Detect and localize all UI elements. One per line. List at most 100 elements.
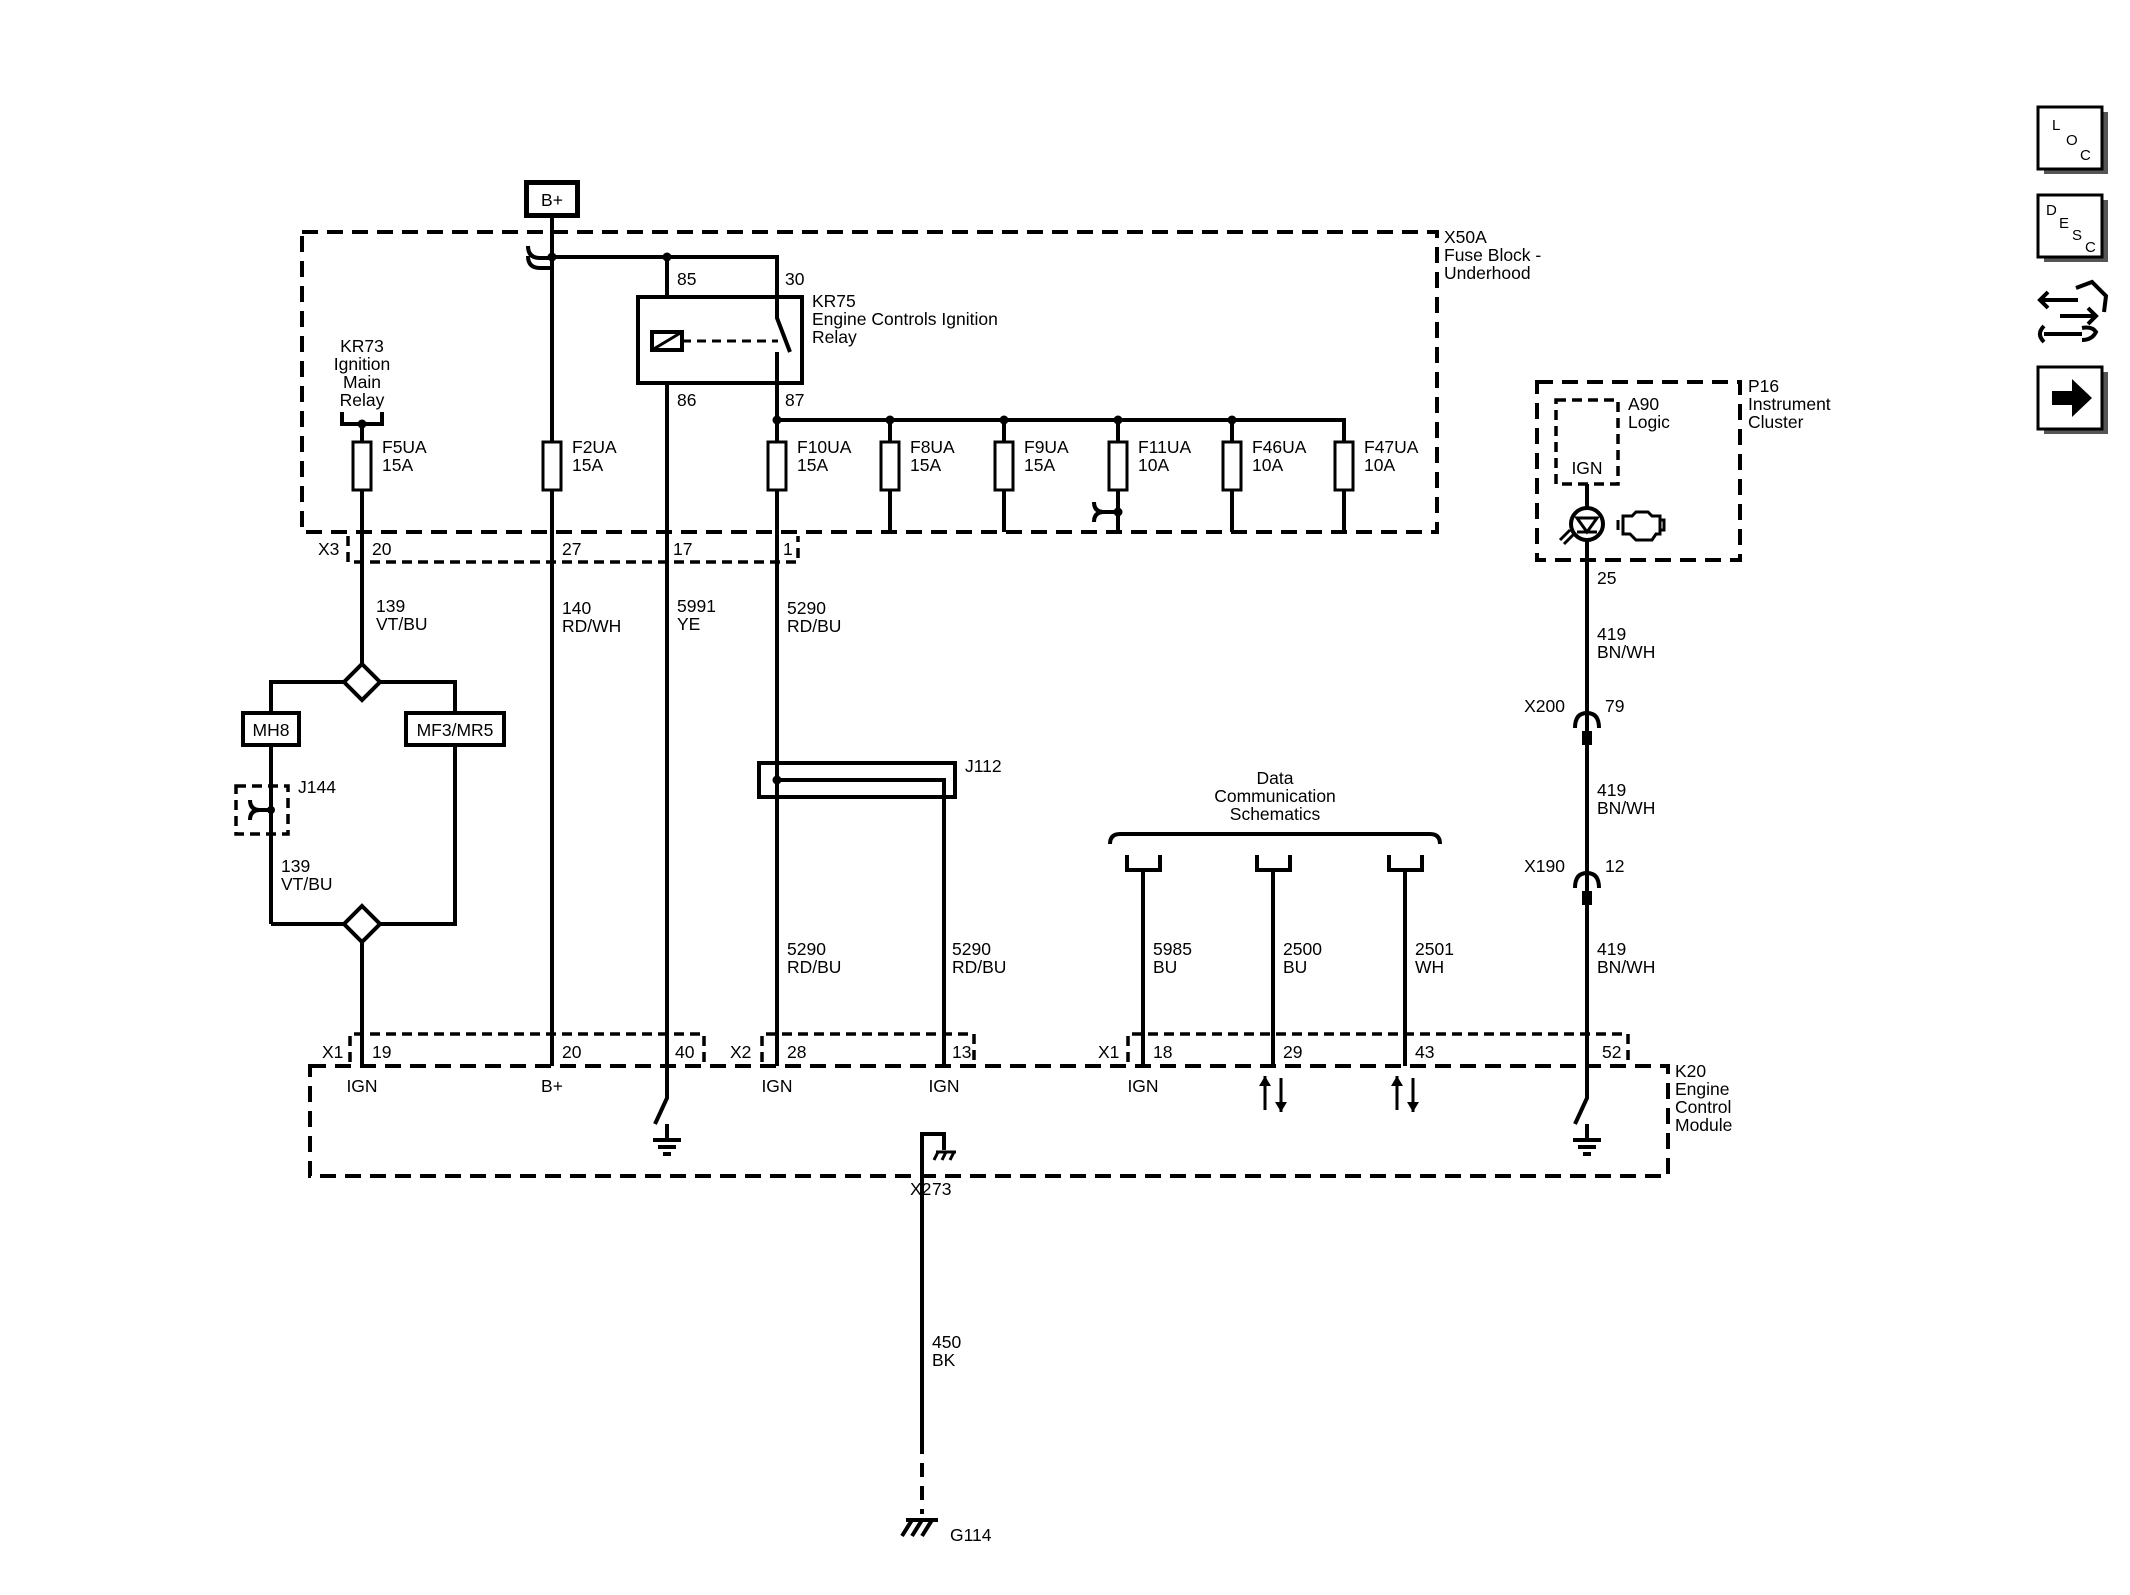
fuse-name: F11UA	[1138, 437, 1191, 457]
ecm-pin-function: IGN	[1127, 1076, 1158, 1096]
next-page-button[interactable]	[2036, 365, 2108, 434]
wire-circuit: 5290	[787, 598, 826, 618]
fuse-name: F2UA	[572, 437, 617, 457]
connector-wrench-icon[interactable]	[2037, 279, 2109, 344]
fuse-block-boundary	[300, 230, 1439, 534]
fuse-rating: 10A	[1138, 455, 1169, 475]
wire-circuit: 2500	[1283, 939, 1322, 959]
ecm-id: K20	[1675, 1061, 1706, 1081]
relay-kr75-box	[636, 295, 804, 385]
circuit-2500: 2500 BU	[1271, 870, 1322, 1066]
wire-circuit: 2501	[1415, 939, 1454, 959]
ecm-pin: 20	[562, 1042, 582, 1062]
kr75-pin-30: 30	[785, 269, 805, 289]
engine-control-module-k20: K20 Engine Control Module X1 X2 X1 19 20…	[308, 1032, 1732, 1240]
logic-name: Logic	[1628, 412, 1670, 432]
cluster-id: P16	[1748, 376, 1779, 396]
relay-kr73: KR73 Ignition Main Relay	[334, 336, 390, 442]
fuse-bus-87	[772, 415, 1346, 442]
fuse-rating: 15A	[910, 455, 941, 475]
loc-letter[interactable]: C	[2080, 147, 2091, 164]
circuit-5991: 5991 YE	[665, 532, 716, 1066]
wire-color: YE	[677, 614, 700, 634]
ecm-x2-label: X2	[730, 1042, 751, 1062]
wire-circuit: 5290	[787, 939, 826, 959]
kr75-name-2: Relay	[812, 327, 857, 347]
fuse-f8ua: F8UA 15A	[879, 437, 955, 532]
splice-j112-label: J112	[965, 756, 1002, 776]
logic-a90-boundary	[1554, 398, 1620, 486]
data-communication-link[interactable]: Data Communication Schematics	[1108, 768, 1442, 872]
splice-pack-j112	[757, 761, 957, 799]
ecm-pin: 29	[1283, 1042, 1302, 1062]
kr73-name-2: Main	[343, 372, 381, 392]
wire-color: WH	[1415, 957, 1444, 977]
fuse-block-id: X50A	[1444, 227, 1487, 247]
ecm-pin: 18	[1153, 1042, 1172, 1062]
ground-g114-label: G114	[950, 1525, 992, 1545]
ecm-pin: 40	[675, 1042, 695, 1062]
x3-id: X3	[318, 539, 339, 559]
ecm-low-side-driver-40	[653, 1066, 681, 1156]
fuse-name: F46UA	[1252, 437, 1307, 457]
desc-button[interactable]: D E S C	[2036, 193, 2108, 262]
desc-letter[interactable]: D	[2046, 202, 2057, 219]
data-comm-label-2[interactable]: Communication	[1214, 786, 1336, 806]
loc-letter[interactable]: O	[2066, 132, 2078, 149]
kr75-pin-86: 86	[677, 390, 696, 410]
ecm-connector-x2-a	[760, 1032, 976, 1062]
wire-circuit: 5290	[952, 939, 991, 959]
ground-g114: G114	[900, 1518, 992, 1545]
kr75-name-1: Engine Controls Ignition	[812, 309, 998, 329]
ecm-pin: 13	[952, 1042, 971, 1062]
kr73-name-1: Ignition	[334, 354, 390, 374]
circuit-5290: 5290 RD/BU J112 5290 RD/BU 5290 RD/BU	[757, 532, 1006, 1066]
check-engine-icon	[1616, 510, 1666, 542]
inline-connector-x190: X190 12	[1524, 856, 1624, 905]
ecm-name-2: Control	[1675, 1097, 1731, 1117]
wire-color: BN/WH	[1597, 957, 1655, 977]
circuit-419: 419 BN/WH X200 79 419 BN/WH X190 12 419 …	[1524, 624, 1655, 977]
desc-letter[interactable]: E	[2059, 215, 2069, 232]
ecm-x1-label: X1	[322, 1042, 343, 1062]
data-comm-label-3[interactable]: Schematics	[1230, 804, 1321, 824]
kr75-id: KR75	[812, 291, 856, 311]
x3-pin: 27	[562, 539, 581, 559]
relay-kr75: 85 30 86 87 KR75 Engine Controls Ignitio…	[636, 257, 998, 532]
ecm-pin: 28	[787, 1042, 806, 1062]
wire-circuit: 140	[562, 598, 591, 618]
kr75-pin-85: 85	[677, 269, 696, 289]
desc-letter[interactable]: C	[2085, 239, 2096, 256]
data-comm-label-1[interactable]: Data	[1257, 768, 1294, 788]
cluster-pin-25: 25	[1597, 568, 1616, 588]
kr75-pin-87: 87	[785, 390, 804, 410]
fuse-block-x50a: X50A Fuse Block - Underhood	[300, 227, 1541, 534]
fuse-f10ua: F10UA 15A	[766, 420, 852, 532]
splice-mh8-label: MH8	[253, 720, 290, 740]
fuse-rating: 15A	[382, 455, 413, 475]
instrument-cluster-p16: P16 Instrument Cluster A90 Logic IGN 25	[1535, 376, 1831, 1066]
circuit-2501: 2501 WH	[1403, 870, 1454, 1066]
desc-letter[interactable]: S	[2072, 227, 2082, 244]
wire-circuit: 450	[932, 1332, 961, 1352]
ecm-pin: 43	[1415, 1042, 1434, 1062]
fuse-block-name-2: Underhood	[1444, 263, 1531, 283]
arrow-right-icon[interactable]	[2052, 379, 2092, 417]
wire-circuit: 5985	[1153, 939, 1192, 959]
fuse-rating: 15A	[1024, 455, 1055, 475]
wire-circuit: 419	[1597, 624, 1626, 644]
wire-circuit: 419	[1597, 939, 1626, 959]
ecm-pin: 52	[1602, 1042, 1621, 1062]
wire-color: BU	[1283, 957, 1307, 977]
fuse-block-name-1: Fuse Block -	[1444, 245, 1541, 265]
logic-id: A90	[1628, 394, 1659, 414]
loc-letter[interactable]: L	[2052, 117, 2060, 134]
kr73-name-3: Relay	[340, 390, 385, 410]
bidirectional-arrow-icon	[1259, 1076, 1287, 1112]
loc-button[interactable]: L O C	[2036, 105, 2108, 174]
x200-id: X200	[1524, 696, 1565, 716]
splice-mf3-label: MF3/MR5	[417, 720, 494, 740]
wire-circuit: 419	[1597, 780, 1626, 800]
b-plus-bus	[526, 218, 779, 438]
